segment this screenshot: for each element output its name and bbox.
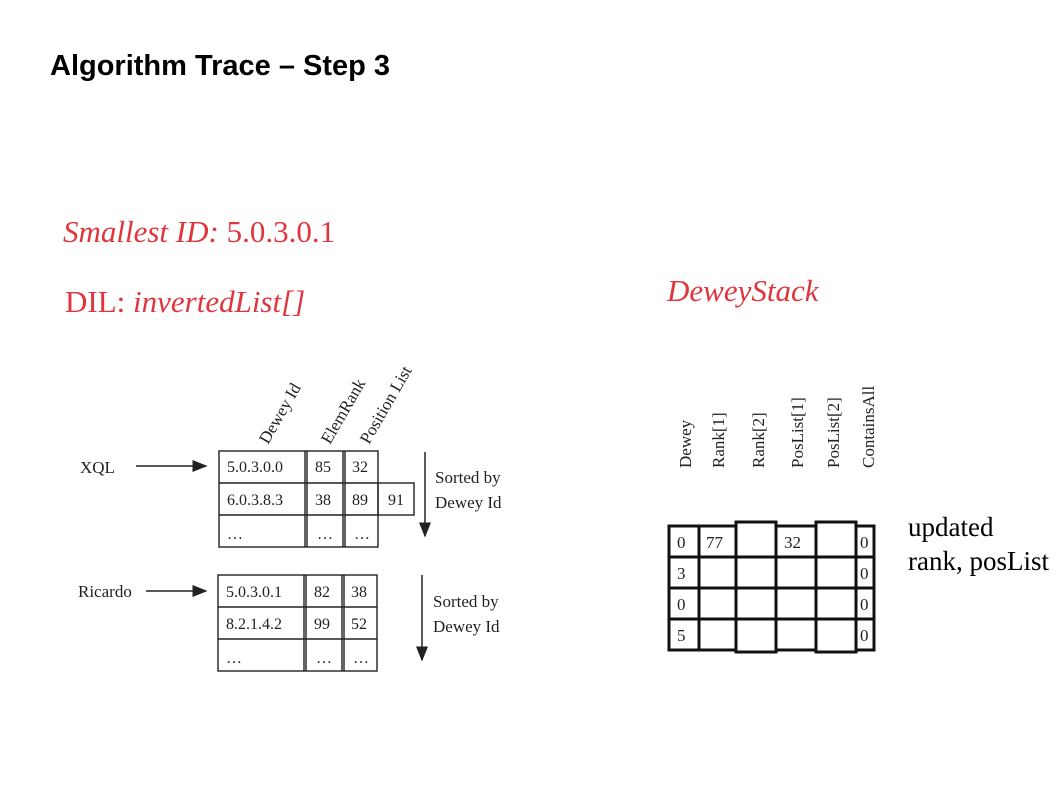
table-cell: 38 <box>351 584 367 601</box>
stack-cell: 32 <box>784 533 801 552</box>
table-cell: 89 <box>352 492 368 509</box>
table-cell: 5.0.3.0.1 <box>226 584 282 601</box>
stack-col-header: Rank[1] <box>709 412 728 468</box>
sort-note-line: Sorted by <box>433 592 499 611</box>
stack-cell: 0 <box>677 533 686 552</box>
dil-label: DIL: <box>65 284 126 319</box>
table-cell: 8.2.1.4.2 <box>226 616 282 633</box>
sort-note-line: Dewey Id <box>435 493 502 512</box>
table-cell: … <box>317 526 333 543</box>
inverted-list-xql: XQL 5.0.3.0.0 85 32 6.0.3.8.3 38 89 91 …… <box>80 450 502 548</box>
table-cell: 91 <box>388 492 404 509</box>
smallest-id-line: Smallest ID: 5.0.3.0.1 <box>63 214 335 250</box>
slide-title: Algorithm Trace – Step 3 <box>50 50 391 82</box>
stack-cell: 5 <box>677 626 686 645</box>
dewey-stack-diagram: Dewey Rank[1] Rank[2] PosList[1] PosList… <box>667 386 878 654</box>
table-cell: … <box>227 526 243 543</box>
keyword-xql: XQL <box>80 458 115 477</box>
table-cell: … <box>353 650 369 667</box>
update-note-line: rank, posList <box>908 546 1049 576</box>
table-cell: … <box>316 650 332 667</box>
table-cell: 52 <box>351 616 367 633</box>
stack-cell: 0 <box>860 595 869 614</box>
col-header-dewey-id: Dewey Id <box>255 379 305 447</box>
stack-cell: 0 <box>860 533 869 552</box>
col-header-position-list: Position List <box>356 362 416 447</box>
dil-line: DIL: invertedList[] <box>65 284 305 320</box>
stack-cell: 77 <box>706 533 724 552</box>
stack-col-header: Dewey <box>676 419 695 468</box>
table-cell: 99 <box>314 616 330 633</box>
stack-col-header: ContainsAll <box>859 386 878 468</box>
table-cell: 38 <box>315 492 331 509</box>
table-cell: … <box>354 526 370 543</box>
stack-cell: 0 <box>860 626 869 645</box>
sort-note-line: Sorted by <box>435 468 501 487</box>
stack-col-header: PosList[2] <box>824 397 843 468</box>
table-cell: 5.0.3.0.0 <box>227 459 283 476</box>
stack-cell: 3 <box>677 564 686 583</box>
table-cell: 85 <box>315 459 331 476</box>
keyword-ricardo: Ricardo <box>78 582 132 601</box>
table-cell: 6.0.3.8.3 <box>227 492 283 509</box>
table-cell: 82 <box>314 584 330 601</box>
update-note: updated rank, posList <box>908 510 1049 578</box>
sort-note-line: Dewey Id <box>433 617 500 636</box>
table-cell: … <box>226 650 242 667</box>
stack-cell: 0 <box>677 595 686 614</box>
dewey-stack-title: DeweyStack <box>667 273 819 308</box>
inverted-lists-diagram: Dewey Id ElemRank Position List XQL 5.0.… <box>78 362 502 672</box>
smallest-id-value: 5.0.3.0.1 <box>226 214 336 249</box>
inverted-list-ricardo: Ricardo 5.0.3.0.1 82 38 8.2.1.4.2 99 52 … <box>78 574 500 672</box>
table-cell: 32 <box>352 459 368 476</box>
smallest-id-label: Smallest ID: <box>63 214 219 249</box>
dil-value: invertedList[] <box>133 284 306 319</box>
stack-cell: 0 <box>860 564 869 583</box>
update-note-line: updated <box>908 512 994 542</box>
stack-col-header: Rank[2] <box>749 412 768 468</box>
stack-col-header: PosList[1] <box>788 397 807 468</box>
